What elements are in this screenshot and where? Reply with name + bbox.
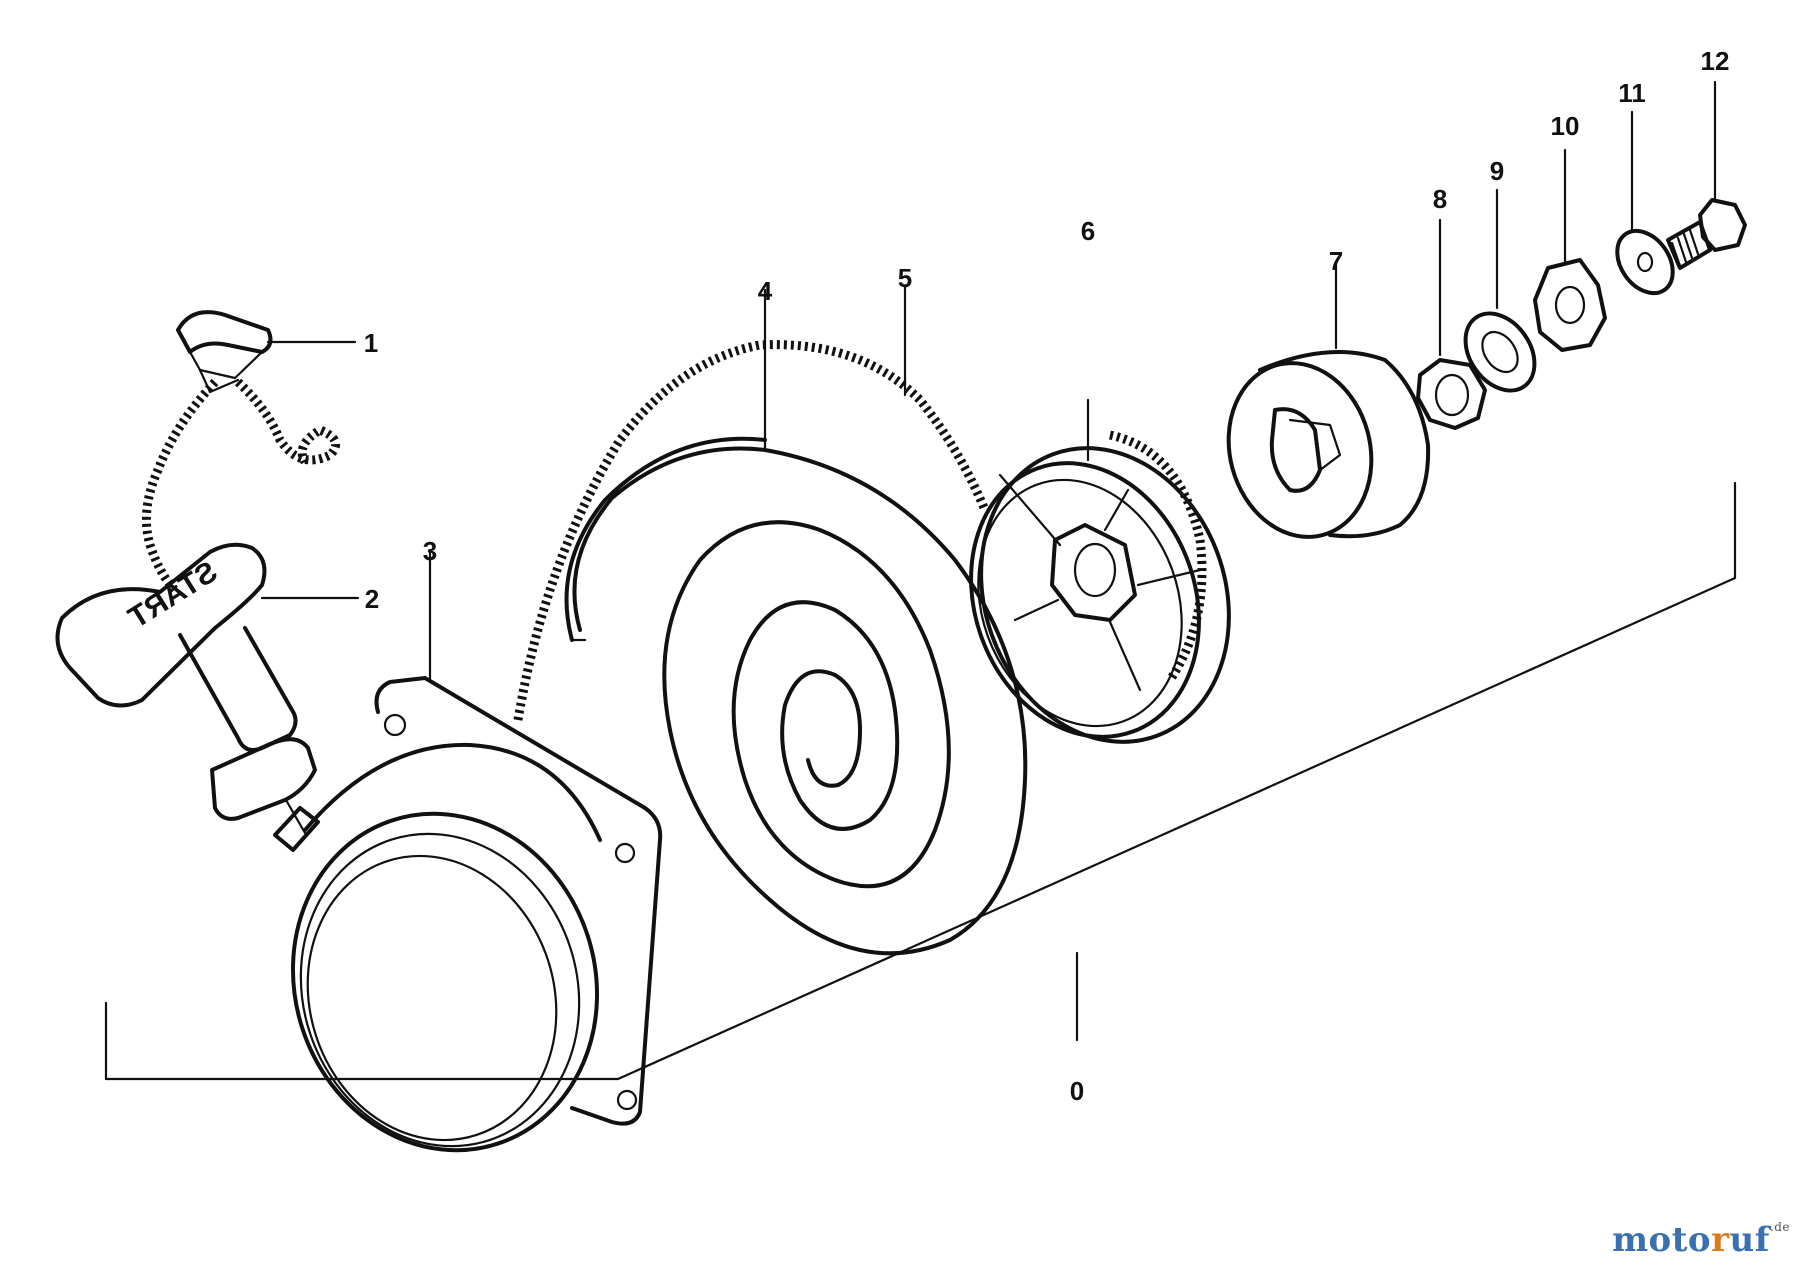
watermark-part-b: r [1711,1220,1730,1260]
part-6-pulley [969,398,1231,744]
label-part-4: 4 [758,276,773,306]
part-5-rope [513,285,990,721]
watermark-logo: motoruf.de [1612,1220,1790,1260]
part-7-ratchet-hub [1226,260,1431,539]
label-part-5: 5 [898,263,912,293]
part-11-flat-washer [1615,110,1675,296]
label-part-10: 10 [1551,111,1580,141]
part-10-lock-washer [1533,148,1607,352]
assembly-bracket [104,481,1737,1081]
part-3-starter-housing [273,548,663,1153]
label-part-7: 7 [1329,246,1343,276]
watermark-part-a: moto [1612,1220,1712,1260]
label-part-1: 1 [364,328,378,358]
part-9-washer [1463,188,1537,393]
label-part-12: 12 [1701,46,1730,76]
watermark-part-c: uf [1729,1220,1770,1260]
part-labels: 0 1 2 3 4 5 6 7 8 9 10 11 12 [364,46,1730,1106]
label-part-3: 3 [423,536,437,566]
label-part-11: 11 [1618,78,1646,108]
label-part-2: 2 [365,584,379,614]
label-part-0: 0 [1070,1076,1084,1106]
label-part-6: 6 [1081,216,1095,246]
label-part-9: 9 [1490,156,1504,186]
part-2-start-handle: START [55,378,360,835]
watermark-tld: .de [1769,1220,1790,1234]
start-handle-text: START [123,555,223,635]
part-12-bolt [1666,80,1747,270]
label-part-8: 8 [1433,184,1447,214]
part-8-nut [1416,218,1487,430]
part-1-rope-hook [176,310,357,465]
part-4-spiral-spring [564,288,1028,956]
